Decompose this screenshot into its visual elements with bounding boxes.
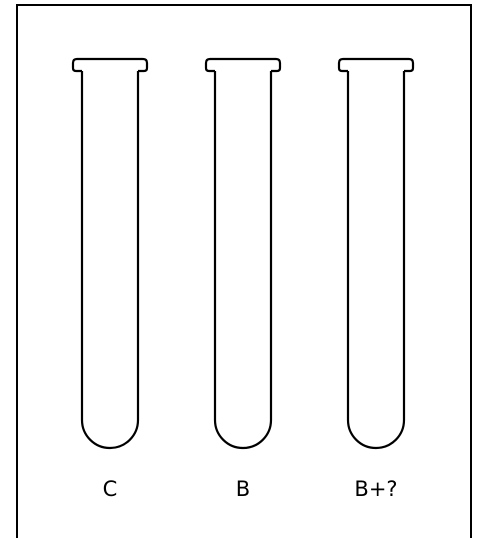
tube-1-label: C xyxy=(102,477,118,501)
test-tube-2 xyxy=(204,57,282,450)
frame-border xyxy=(16,4,472,538)
tube-2-label: B xyxy=(235,477,251,501)
tube-3-label: B+? xyxy=(354,477,398,501)
test-tube-3 xyxy=(337,57,415,450)
test-tube-1 xyxy=(71,57,149,450)
